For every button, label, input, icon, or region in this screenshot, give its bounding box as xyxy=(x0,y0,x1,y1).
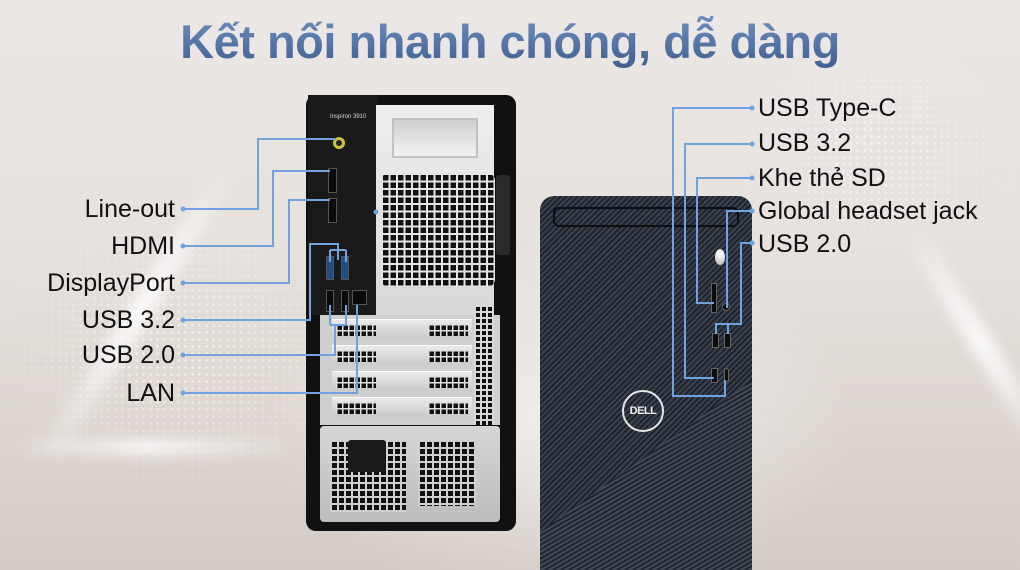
model-text: Inspiron 3910 xyxy=(330,114,367,120)
label-usb20-rear: USB 2.0 xyxy=(81,341,175,369)
label-headset-jack: Global headset jack xyxy=(758,197,978,225)
psu-vent xyxy=(330,440,406,512)
fan-vent xyxy=(381,173,495,287)
headset-jack xyxy=(722,303,730,311)
lan-port xyxy=(352,290,367,305)
label-usb32-front: USB 3.2 xyxy=(758,129,852,157)
label-hdmi: HDMI xyxy=(111,232,175,260)
light-streak xyxy=(896,216,1020,466)
front-usb-type-c-port xyxy=(724,368,729,382)
usb32-port xyxy=(326,256,334,280)
rear-side-latch xyxy=(496,175,510,255)
rear-io-panel xyxy=(308,95,378,315)
front-usb20-port xyxy=(724,333,731,348)
displayport-port xyxy=(328,198,337,223)
dell-logo: DELL xyxy=(622,390,664,432)
label-lan: LAN xyxy=(126,379,175,407)
front-usb32-port xyxy=(711,368,718,383)
label-usb32-rear: USB 3.2 xyxy=(81,306,175,334)
line-out-port xyxy=(333,137,345,149)
power-button-icon xyxy=(715,249,725,265)
sd-card-slot xyxy=(711,283,717,313)
expansion-slots xyxy=(320,315,500,425)
front-usb20-port xyxy=(712,333,719,348)
usb20-port xyxy=(341,290,349,312)
label-usb-type-c: USB Type-C xyxy=(758,94,897,122)
label-line-out: Line-out xyxy=(84,195,175,223)
slot-side-vent xyxy=(474,305,494,425)
optical-drive-slot xyxy=(553,207,739,227)
hdmi-port xyxy=(328,168,337,193)
usb20-port xyxy=(326,290,334,312)
psu-vent xyxy=(418,440,476,506)
label-displayport: DisplayPort xyxy=(47,269,175,297)
power-socket xyxy=(348,440,386,472)
light-streak xyxy=(0,440,300,454)
rear-handle xyxy=(392,118,478,158)
usb32-port xyxy=(341,256,349,280)
label-sd-card: Khe thẻ SD xyxy=(758,164,886,192)
page-title: Kết nối nhanh chóng, dễ dàng xyxy=(0,14,1020,69)
label-usb20-front: USB 2.0 xyxy=(758,230,852,258)
